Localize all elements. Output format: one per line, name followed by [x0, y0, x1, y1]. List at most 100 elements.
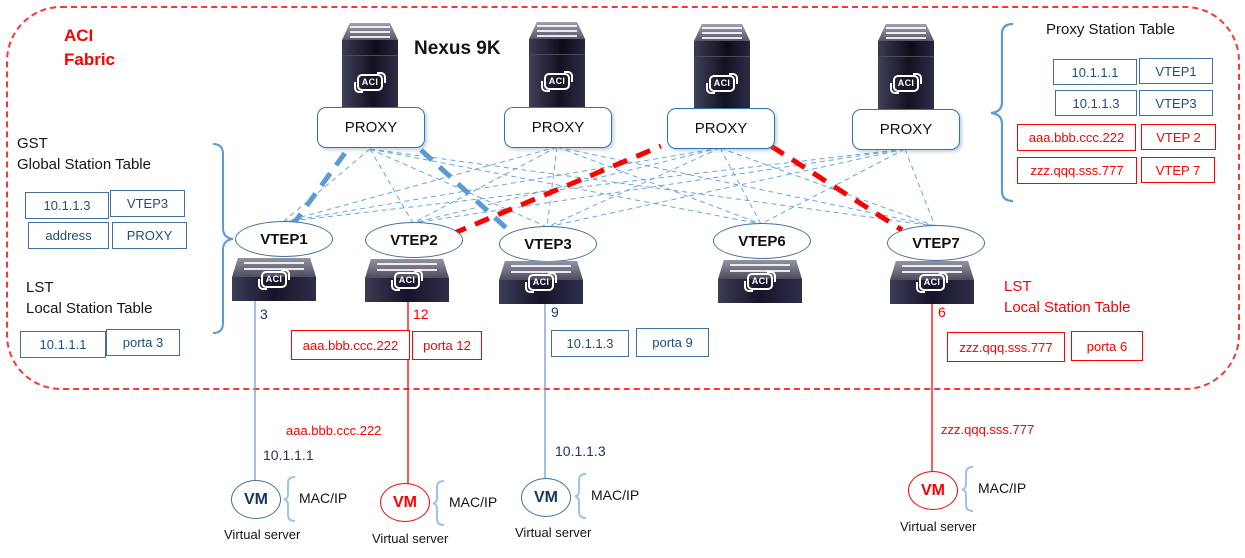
- vtep1-node: VTEP1: [235, 221, 333, 257]
- spine-top-face: [878, 24, 934, 41]
- leaf2-table-key: aaa.bbb.ccc.222: [291, 330, 410, 360]
- spine-top-face: [342, 23, 398, 40]
- leaf3-table-value: porta 9: [636, 328, 709, 357]
- leaf-switch-1-icon: ACI: [232, 258, 316, 301]
- fabric-boundary: [6, 6, 1240, 390]
- vm4-caption: Virtual server: [900, 519, 977, 534]
- lst-right-row-key: zzz.qqq.sss.777: [947, 332, 1065, 362]
- vm1-node: VM: [231, 480, 281, 519]
- vm4-node: VM: [908, 471, 958, 510]
- spine-front-panel: ACI: [694, 57, 750, 110]
- gst-row1-value: VTEP3: [110, 190, 185, 217]
- leaf2-table-value: porta 12: [412, 331, 482, 360]
- proxy-table-row2-key: 10.1.1.3: [1055, 90, 1137, 116]
- leaf2-port-label: 12: [413, 306, 429, 322]
- aci-logo-icon: ACI: [524, 272, 558, 293]
- gst-abbr: GST: [17, 135, 48, 152]
- leaf-front-panel: ACI: [890, 272, 974, 304]
- leaf-top-face: [365, 259, 449, 278]
- blue-traffic-path: [289, 148, 517, 238]
- proxy-node-1: PROXY: [317, 107, 425, 148]
- spine-top-face: [694, 24, 750, 41]
- vm2-mac-label: aaa.bbb.ccc.222: [286, 423, 382, 438]
- vm3-macip-label: MAC/IP: [591, 487, 640, 503]
- spine-switch-3-icon: ACI: [694, 24, 750, 110]
- proxy-station-table-title: Proxy Station Table: [1046, 21, 1175, 38]
- vm4-mac-label: zzz.qqq.sss.777: [941, 422, 1035, 437]
- vtep6-node: VTEP6: [713, 223, 811, 259]
- leaf-top-face: [232, 258, 316, 277]
- leaf7-port-label: 6: [938, 304, 946, 320]
- leaf-front-panel: ACI: [718, 271, 802, 303]
- proxy-node-2: PROXY: [504, 107, 612, 148]
- gst-row1-key: 10.1.1.3: [25, 192, 109, 219]
- leaf-top-face: [890, 261, 974, 280]
- lst-right-name: Local Station Table: [1004, 299, 1131, 316]
- spine-switch-2-icon: ACI: [529, 22, 585, 108]
- leaf3-port-label: 9: [551, 304, 559, 320]
- fabric-title: ACI Fabric: [64, 24, 115, 72]
- proxy-table-row1-value: VTEP1: [1139, 58, 1213, 84]
- vm3-caption: Virtual server: [515, 525, 592, 540]
- lst-right-heading: LST Local Station Table: [1004, 276, 1130, 318]
- leaf-front-panel: ACI: [365, 270, 449, 302]
- spine-front-panel: ACI: [342, 56, 398, 109]
- spine-front-panel: ACI: [878, 57, 934, 110]
- vtep2-node: VTEP2: [365, 222, 463, 258]
- vm4-macip-label: MAC/IP: [978, 480, 1027, 496]
- leaf-top-face: [718, 260, 802, 279]
- spine-upper-panel: [529, 39, 585, 55]
- gst-heading: GST Global Station Table: [17, 133, 151, 175]
- nexus-9k-label: Nexus 9K: [414, 38, 501, 59]
- leaf-switch-6-icon: ACI: [718, 260, 802, 303]
- vm2-macip-label: MAC/IP: [449, 494, 498, 510]
- gst-lst-brace: [212, 143, 234, 334]
- spine-switch-1-icon: ACI: [342, 23, 398, 109]
- fabric-title-line2: Fabric: [64, 50, 116, 69]
- aci-logo-icon: ACI: [915, 272, 949, 293]
- proxy-table-row4-key: zzz.qqq.sss.777: [1017, 157, 1137, 184]
- spine-switch-4-icon: ACI: [878, 24, 934, 110]
- vm2-caption: Virtual server: [372, 531, 449, 546]
- proxy-table-row3-key: aaa.bbb.ccc.222: [1017, 124, 1136, 151]
- vtep7-node: VTEP7: [887, 225, 985, 261]
- proxy-table-row2-value: VTEP3: [1139, 90, 1213, 116]
- leaf-switch-2-icon: ACI: [365, 259, 449, 302]
- lst-right-row-value: porta 6: [1071, 331, 1143, 361]
- gst-row2-key: address: [28, 222, 109, 249]
- aci-logo-icon: ACI: [540, 71, 574, 92]
- aci-logo-icon: ACI: [257, 269, 291, 290]
- vm1-ip-label: 10.1.1.1: [263, 447, 314, 463]
- vm3-node: VM: [521, 478, 571, 517]
- spine-upper-panel: [342, 40, 398, 56]
- proxy-node-4: PROXY: [852, 109, 960, 150]
- proxy-vtep-mesh-lines: [282, 146, 936, 228]
- proxy-table-row1-key: 10.1.1.1: [1053, 59, 1137, 85]
- lst-left-abbr: LST: [26, 279, 54, 296]
- spine-top-face: [529, 22, 585, 39]
- aci-logo-icon: ACI: [353, 72, 387, 93]
- proxy-table-row3-value: VTEP 2: [1141, 124, 1216, 150]
- lst-left-name: Local Station Table: [26, 300, 153, 317]
- vm1-caption: Virtual server: [224, 527, 301, 542]
- leaf-top-face: [499, 261, 583, 280]
- leaf-switch-7-icon: ACI: [890, 261, 974, 304]
- gst-name: Global Station Table: [17, 156, 151, 173]
- aci-logo-icon: ACI: [705, 73, 739, 94]
- aci-logo-icon: ACI: [390, 270, 424, 291]
- vm-braces: [283, 466, 974, 526]
- leaf1-port-label: 3: [260, 306, 268, 322]
- leaf-front-panel: ACI: [499, 272, 583, 304]
- leaf3-table-key: 10.1.1.3: [551, 330, 629, 357]
- lst-left-row-key: 10.1.1.1: [20, 331, 106, 358]
- aci-logo-icon: ACI: [743, 271, 777, 292]
- fabric-title-line1: ACI: [64, 26, 94, 45]
- spine-front-panel: ACI: [529, 55, 585, 108]
- lst-right-abbr: LST: [1004, 278, 1032, 295]
- vm2-node: VM: [380, 483, 430, 522]
- proxy-node-3: PROXY: [667, 108, 775, 149]
- vm3-ip-label: 10.1.1.3: [555, 443, 606, 459]
- proxy-table-brace: [990, 22, 1014, 203]
